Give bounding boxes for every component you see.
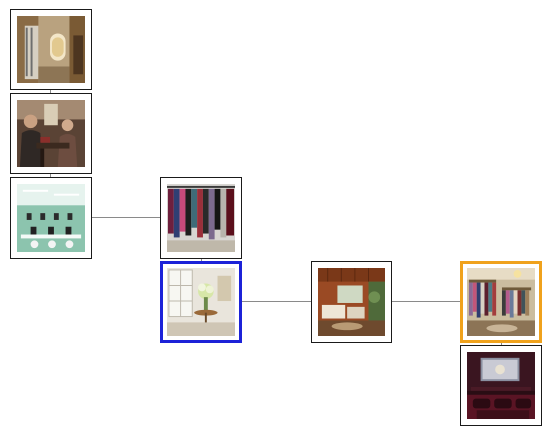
- photo-computer-room: [17, 184, 85, 252]
- photo-home-theater: [467, 352, 535, 419]
- thumbnail-living-room[interactable]: [311, 261, 392, 343]
- connector-n5-n6: [241, 301, 312, 302]
- photo-people-office: [17, 100, 85, 167]
- thumbnail-people-office[interactable]: [10, 93, 92, 174]
- connector-n4-n5: [201, 257, 202, 262]
- connector-n2-n3: [50, 173, 51, 179]
- thumbnail-computer-room[interactable]: [10, 177, 92, 259]
- connector-n3-n4: [91, 217, 161, 218]
- thumbnail-flower-window-room[interactable]: [160, 261, 242, 343]
- connector-n7-n8: [501, 342, 502, 347]
- photo-flower-window-room: [167, 268, 235, 336]
- thumbnail-walk-in-closet[interactable]: [460, 261, 542, 343]
- photo-walk-in-closet: [467, 268, 535, 336]
- thumbnail-bathroom-hallway[interactable]: [10, 9, 92, 90]
- thumbnail-home-theater[interactable]: [460, 345, 542, 426]
- thumbnail-clothing-rack[interactable]: [160, 177, 242, 259]
- connector-n1-n2: [50, 89, 51, 95]
- photo-living-room: [318, 268, 385, 336]
- photo-bathroom-hallway: [17, 16, 85, 83]
- photo-clothing-rack: [167, 184, 235, 252]
- connector-n6-n7: [391, 301, 462, 302]
